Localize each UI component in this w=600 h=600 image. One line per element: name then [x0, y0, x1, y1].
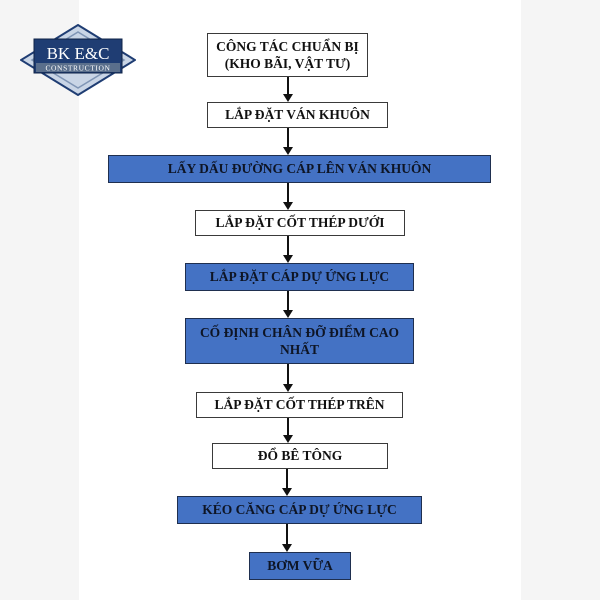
logo-diamond-icon: BK E&C CONSTRUCTION: [20, 24, 136, 96]
step-formwork-label: LẮP ĐẶT VÁN KHUÔN: [225, 107, 370, 122]
step-preparation-line-1: CÔNG TÁC CHUẨN BỊ: [216, 39, 359, 54]
step-fix-supports: CỐ ĐỊNH CHÂN ĐỠ ĐIỂM CAO NHẤT: [185, 318, 414, 364]
step-pour-concrete: ĐỔ BÊ TÔNG: [212, 443, 388, 469]
arrow-7: [283, 418, 293, 443]
step-fix-supports-line-1: CỐ ĐỊNH CHÂN ĐỠ ĐIỂM CAO: [199, 325, 400, 340]
step-install-tendon: LẮP ĐẶT CÁP DỰ ỨNG LỰC: [185, 263, 414, 291]
step-bottom-rebar: LẮP ĐẶT CỐT THÉP DƯỚI: [195, 210, 405, 236]
step-fix-supports-line-2: NHẤT: [279, 342, 319, 357]
step-top-rebar-label: LẮP ĐẶT CỐT THÉP TRÊN: [214, 397, 385, 412]
step-top-rebar: LẮP ĐẶT CỐT THÉP TRÊN: [196, 392, 403, 418]
logo-title: BK E&C: [47, 44, 110, 63]
arrow-6: [283, 364, 293, 392]
arrow-5: [283, 291, 293, 318]
step-tension-tendon: KÉO CĂNG CÁP DỰ ỨNG LỰC: [177, 496, 422, 524]
arrow-9: [282, 524, 292, 552]
step-cable-marking: LẤY DẤU ĐƯỜNG CÁP LÊN VÁN KHUÔN: [108, 155, 491, 183]
arrow-4: [283, 236, 293, 263]
step-tension-tendon-label: KÉO CĂNG CÁP DỰ ỨNG LỰC: [202, 502, 397, 517]
step-preparation-line-2: (KHO BÃI, VẬT TƯ): [224, 56, 351, 71]
arrow-1: [283, 77, 293, 102]
step-preparation: CÔNG TÁC CHUẨN BỊ (KHO BÃI, VẬT TƯ): [207, 33, 368, 77]
company-logo: BK E&C CONSTRUCTION: [20, 24, 136, 96]
step-formwork: LẮP ĐẶT VÁN KHUÔN: [207, 102, 388, 128]
arrow-8: [282, 469, 292, 496]
arrow-2: [283, 128, 293, 155]
step-grouting: BƠM VỮA: [249, 552, 351, 580]
step-grouting-label: BƠM VỮA: [267, 558, 333, 573]
step-pour-concrete-label: ĐỔ BÊ TÔNG: [257, 448, 343, 463]
step-cable-marking-label: LẤY DẤU ĐƯỜNG CÁP LÊN VÁN KHUÔN: [167, 161, 432, 176]
arrow-3: [283, 183, 293, 210]
step-install-tendon-label: LẮP ĐẶT CÁP DỰ ỨNG LỰC: [209, 269, 390, 284]
step-bottom-rebar-label: LẮP ĐẶT CỐT THÉP DƯỚI: [215, 215, 385, 230]
logo-subtitle: CONSTRUCTION: [45, 64, 110, 73]
